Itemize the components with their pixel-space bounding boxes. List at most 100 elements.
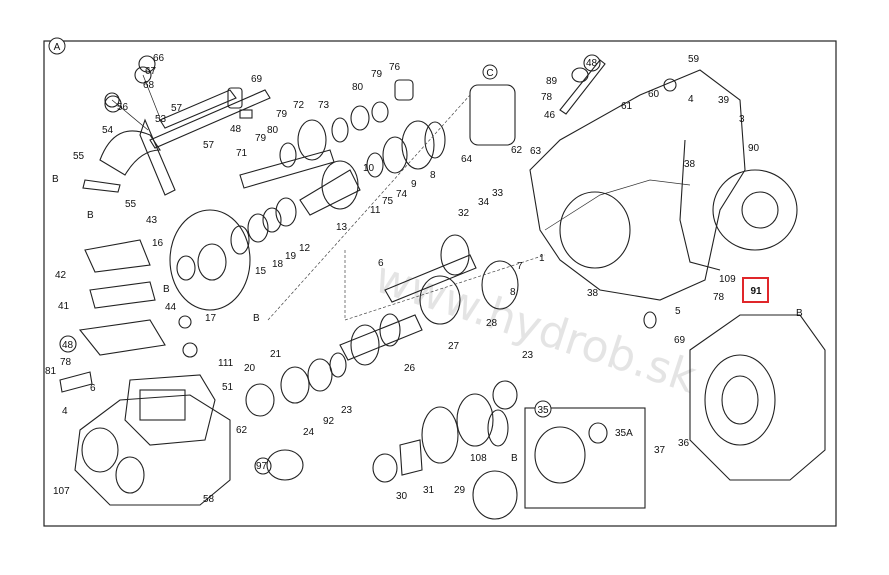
label-66: 66 bbox=[153, 53, 165, 64]
label-63: 63 bbox=[530, 146, 542, 157]
label-b3: B bbox=[163, 284, 170, 295]
label-48c: 48 bbox=[586, 58, 598, 69]
label-67: 67 bbox=[145, 66, 157, 77]
label-1: 1 bbox=[539, 253, 545, 264]
label-109: 109 bbox=[719, 274, 736, 285]
label-44: 44 bbox=[165, 302, 177, 313]
label-54: 54 bbox=[102, 125, 114, 136]
left-housing-group bbox=[59, 239, 304, 506]
section-marker-35-label: 35 bbox=[537, 405, 549, 416]
label-57: 57 bbox=[171, 103, 183, 114]
label-36: 36 bbox=[678, 438, 690, 449]
label-b2: B bbox=[87, 210, 94, 221]
label-55b: 55 bbox=[125, 199, 137, 210]
label-28: 28 bbox=[486, 318, 498, 329]
label-111: 111 bbox=[218, 358, 234, 369]
label-26: 26 bbox=[404, 363, 416, 374]
label-73: 73 bbox=[318, 100, 330, 111]
label-80a: 80 bbox=[267, 125, 279, 136]
label-20: 20 bbox=[244, 363, 256, 374]
lower-gears-group bbox=[372, 393, 646, 520]
label-69b: 69 bbox=[674, 335, 686, 346]
label-107: 107 bbox=[53, 486, 70, 497]
label-38b: 38 bbox=[587, 288, 599, 299]
label-46: 46 bbox=[544, 110, 556, 121]
frame-letter: A bbox=[54, 42, 61, 53]
label-3: 3 bbox=[739, 114, 745, 125]
highlighted-part-label: 91 bbox=[750, 286, 762, 297]
label-10: 10 bbox=[363, 163, 375, 174]
label-b6: B bbox=[796, 308, 803, 319]
highlight-box bbox=[742, 277, 769, 303]
label-79b: 79 bbox=[255, 133, 267, 144]
label-43: 43 bbox=[146, 215, 158, 226]
label-32: 32 bbox=[458, 208, 470, 219]
label-97: 97 bbox=[256, 461, 268, 472]
label-41: 41 bbox=[58, 301, 70, 312]
section-marker-35 bbox=[534, 400, 552, 418]
label-79a: 79 bbox=[276, 109, 288, 120]
label-24: 24 bbox=[303, 427, 315, 438]
label-62b: 62 bbox=[511, 145, 523, 156]
label-30: 30 bbox=[396, 491, 408, 502]
label-53: 53 bbox=[155, 114, 167, 125]
label-34: 34 bbox=[478, 197, 490, 208]
label-23a: 23 bbox=[341, 405, 353, 416]
label-76: 76 bbox=[389, 62, 401, 73]
label-4a: 4 bbox=[62, 406, 68, 417]
label-17: 17 bbox=[205, 313, 217, 324]
label-13: 13 bbox=[336, 222, 348, 233]
main-shaft-group bbox=[239, 79, 446, 216]
label-39: 39 bbox=[718, 95, 730, 106]
label-b1: B bbox=[52, 174, 59, 185]
label-48b: 48 bbox=[62, 340, 74, 351]
label-15: 15 bbox=[255, 266, 267, 277]
section-marker-c bbox=[482, 64, 498, 80]
label-16: 16 bbox=[152, 238, 164, 249]
label-37: 37 bbox=[654, 445, 666, 456]
label-64: 64 bbox=[461, 154, 473, 165]
section-marker-c-label: C bbox=[486, 68, 493, 79]
label-56: 56 bbox=[117, 102, 129, 113]
label-58: 58 bbox=[203, 494, 215, 505]
label-21: 21 bbox=[270, 349, 282, 360]
label-89: 89 bbox=[546, 76, 558, 87]
label-55: 55 bbox=[73, 151, 85, 162]
label-18: 18 bbox=[272, 259, 284, 270]
diagram-frame bbox=[43, 40, 837, 527]
label-19: 19 bbox=[285, 251, 297, 262]
label-78c: 78 bbox=[713, 292, 725, 303]
right-housing-group bbox=[469, 59, 826, 481]
label-74: 74 bbox=[396, 189, 408, 200]
part-labels: 66 67 68 69 56 57 53 48 57 54 55 55 B 72… bbox=[45, 53, 803, 505]
label-51: 51 bbox=[222, 382, 234, 393]
label-6b: 6 bbox=[378, 258, 384, 269]
label-27: 27 bbox=[448, 341, 460, 352]
label-8a: 8 bbox=[430, 170, 436, 181]
label-11: 11 bbox=[370, 205, 381, 216]
label-81: 81 bbox=[45, 366, 57, 377]
label-23b: 23 bbox=[522, 350, 534, 361]
label-48: 48 bbox=[230, 124, 242, 135]
label-9: 9 bbox=[411, 179, 417, 190]
lower-shaft-group bbox=[245, 234, 519, 417]
label-8b: 8 bbox=[510, 287, 516, 298]
label-69: 69 bbox=[251, 74, 263, 85]
label-5: 5 bbox=[675, 306, 681, 317]
label-78a: 78 bbox=[60, 357, 72, 368]
frame-marker bbox=[48, 37, 66, 55]
shift-fork-group bbox=[82, 66, 271, 196]
label-12: 12 bbox=[299, 243, 311, 254]
label-7: 7 bbox=[517, 261, 523, 272]
label-71: 71 bbox=[236, 148, 248, 159]
label-42: 42 bbox=[55, 270, 67, 281]
label-59: 59 bbox=[688, 54, 700, 65]
label-61: 61 bbox=[621, 101, 633, 112]
label-60: 60 bbox=[648, 89, 660, 100]
label-29: 29 bbox=[454, 485, 466, 496]
label-79c: 79 bbox=[371, 69, 383, 80]
label-b5: B bbox=[511, 453, 518, 464]
label-108: 108 bbox=[470, 453, 487, 464]
label-62a: 62 bbox=[236, 425, 248, 436]
